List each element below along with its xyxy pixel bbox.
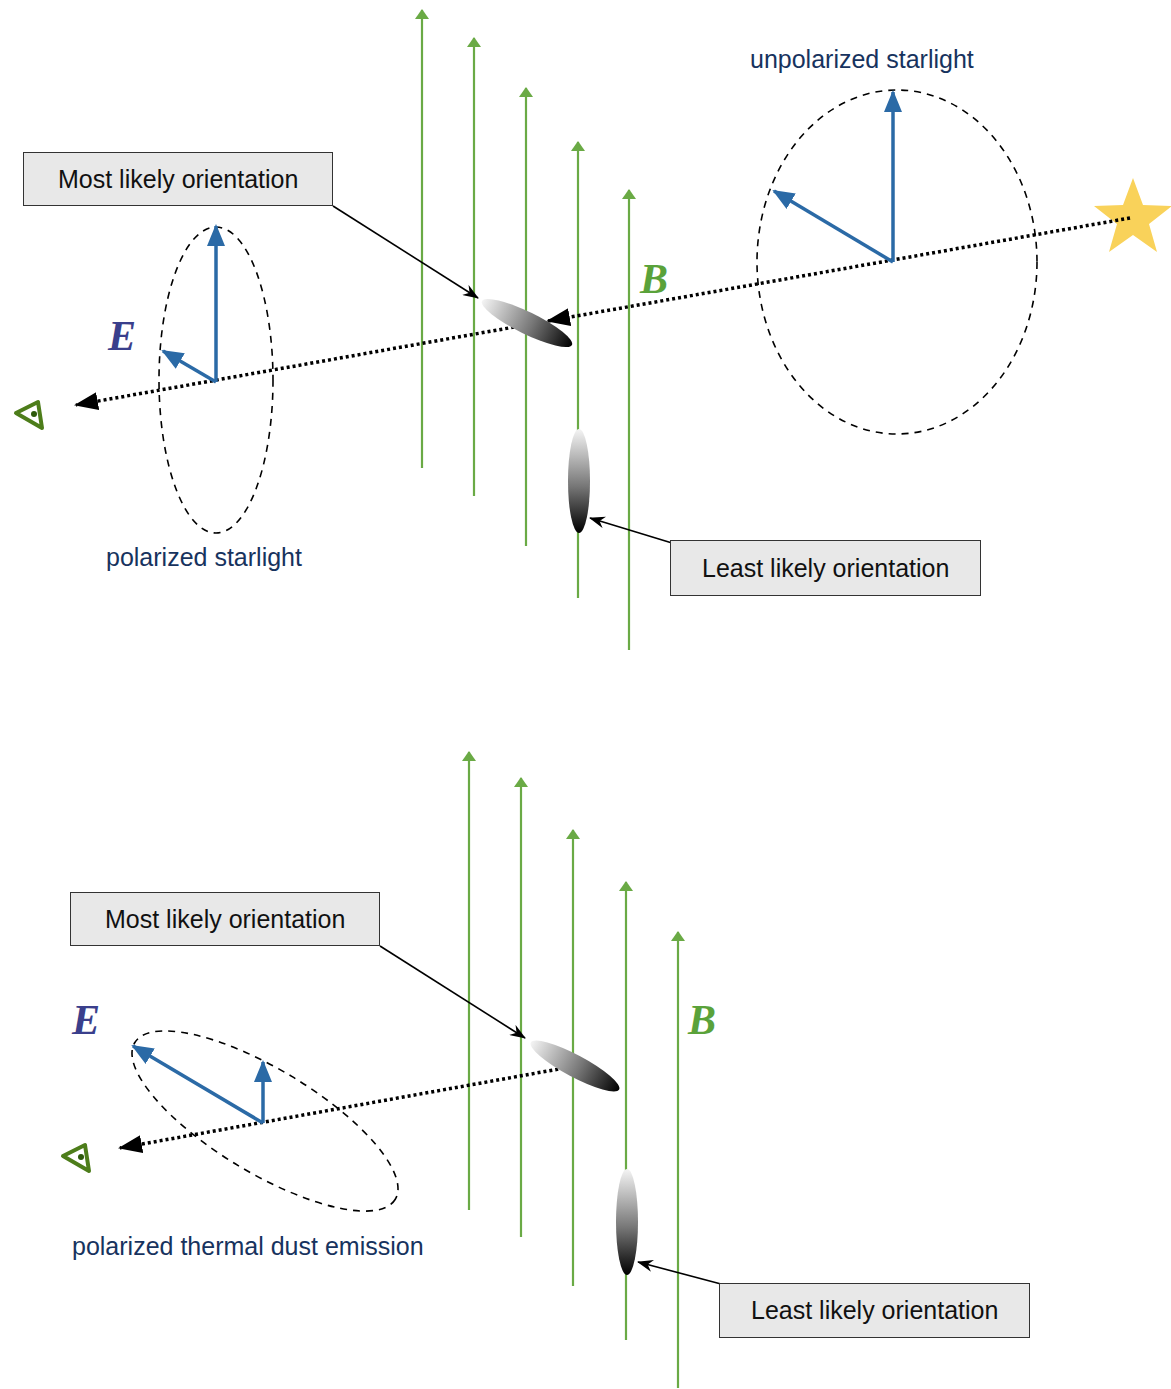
callout-text: Most likely orientation <box>58 164 332 194</box>
dust-grain <box>477 291 577 355</box>
polarization-ellipse <box>108 90 1037 1244</box>
line-of-sight <box>76 218 1130 1148</box>
caption-label: polarized starlight <box>106 543 302 572</box>
field-symbol: E <box>72 996 100 1044</box>
dust-grain <box>568 429 590 533</box>
callout-box: Most likely orientation <box>23 152 333 206</box>
caption-label: unpolarized starlight <box>750 45 974 74</box>
callout-text: Least likely orientation <box>751 1295 1029 1325</box>
callout-box: Most likely orientation <box>70 892 380 946</box>
field-lines <box>422 10 629 650</box>
observer-eye <box>16 402 89 1171</box>
dust-grain <box>616 1169 638 1275</box>
callout-box: Least likely orientation <box>670 540 981 596</box>
field-symbol: E <box>108 312 136 360</box>
field-symbol: B <box>688 996 716 1044</box>
e-vector <box>133 92 893 1123</box>
star <box>1094 178 1171 252</box>
callout-text: Least likely orientation <box>702 553 980 583</box>
field-symbol: B <box>640 255 668 303</box>
field-lines <box>469 752 678 1388</box>
callout-text: Most likely orientation <box>105 904 379 934</box>
leader-line <box>333 206 721 1284</box>
callout-box: Least likely orientation <box>719 1283 1030 1338</box>
dust-grain <box>526 1033 625 1099</box>
caption-label: polarized thermal dust emission <box>72 1232 424 1261</box>
